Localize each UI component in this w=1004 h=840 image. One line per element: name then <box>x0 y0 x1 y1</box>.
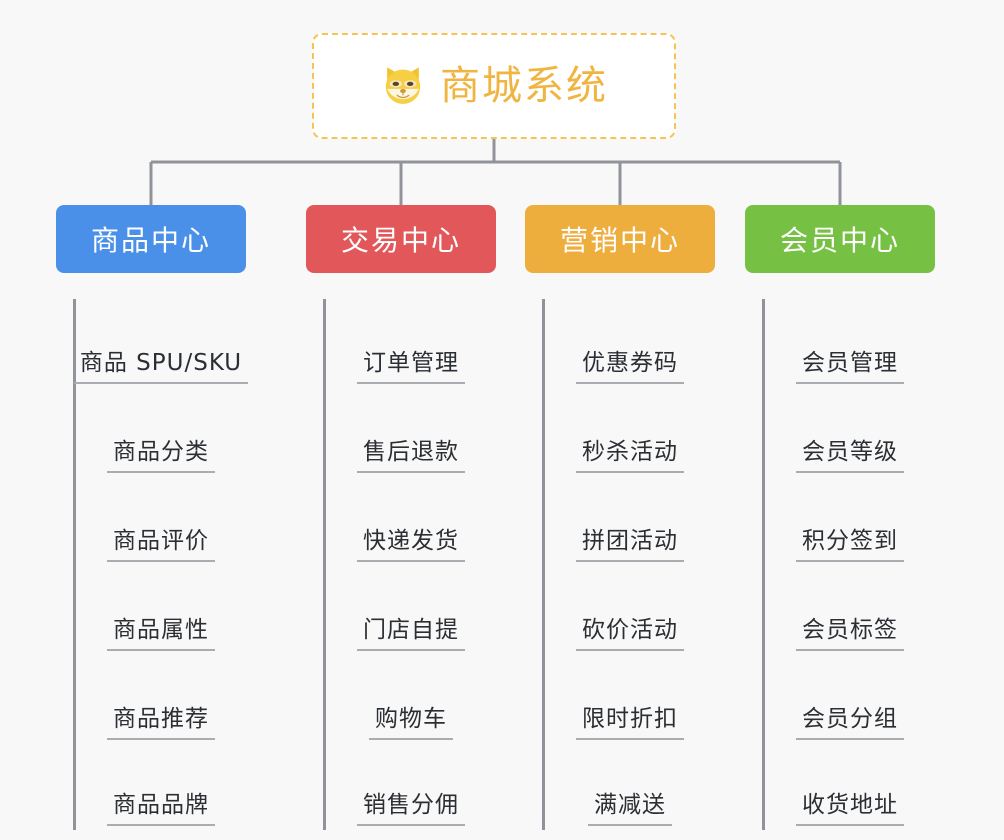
list-item[interactable]: 满减送 <box>545 744 715 830</box>
branch-column-3: 会员中心 会员管理 会员等级 积分签到 会员标签 会员分组 收货地址 <box>745 205 935 830</box>
leaf-label: 优惠券码 <box>576 350 684 384</box>
category-box-1[interactable]: 交易中心 <box>306 205 496 273</box>
list-item[interactable]: 收货地址 <box>765 744 935 830</box>
leaf-label: 收货地址 <box>796 792 904 826</box>
leaf-label: 快递发货 <box>357 528 465 562</box>
leaf-label: 限时折扣 <box>576 706 684 740</box>
leaf-label: 会员分组 <box>796 706 904 740</box>
list-item[interactable]: 商品 SPU/SKU <box>73 299 249 388</box>
leaf-label: 砍价活动 <box>576 617 684 651</box>
list-item[interactable]: 会员分组 <box>765 655 935 744</box>
leaf-label: 订单管理 <box>357 350 465 384</box>
leaf-label: 商品推荐 <box>107 706 215 740</box>
root-node[interactable]: 商城系统 <box>312 33 676 139</box>
leaf-label: 秒杀活动 <box>576 439 684 473</box>
list-item[interactable]: 商品评价 <box>76 477 246 566</box>
list-item[interactable]: 限时折扣 <box>545 655 715 744</box>
list-item[interactable]: 秒杀活动 <box>545 388 715 477</box>
leaf-list-2: 优惠券码 秒杀活动 拼团活动 砍价活动 限时折扣 满减送 <box>542 299 715 830</box>
category-box-3[interactable]: 会员中心 <box>745 205 935 273</box>
leaf-label: 积分签到 <box>796 528 904 562</box>
leaf-label: 商品属性 <box>107 617 215 651</box>
category-label-1: 交易中心 <box>340 224 461 257</box>
list-item[interactable]: 快递发货 <box>326 477 496 566</box>
list-item[interactable]: 购物车 <box>326 655 496 744</box>
list-item[interactable]: 拼团活动 <box>545 477 715 566</box>
category-box-2[interactable]: 营销中心 <box>525 205 715 273</box>
leaf-label: 会员标签 <box>796 617 904 651</box>
list-item[interactable]: 门店自提 <box>326 566 496 655</box>
list-item[interactable]: 商品推荐 <box>76 655 246 744</box>
list-item[interactable]: 会员标签 <box>765 566 935 655</box>
list-item[interactable]: 砍价活动 <box>545 566 715 655</box>
branch-column-0: 商品中心 商品 SPU/SKU 商品分类 商品评价 商品属性 商品推荐 商品品牌 <box>56 205 249 830</box>
leaf-label: 会员管理 <box>796 350 904 384</box>
leaf-label: 商品评价 <box>107 528 215 562</box>
shiba-dog-face-icon <box>380 63 426 109</box>
list-item[interactable]: 积分签到 <box>765 477 935 566</box>
category-label-2: 营销中心 <box>559 224 680 257</box>
leaf-label: 售后退款 <box>357 439 465 473</box>
leaf-label: 购物车 <box>369 706 453 740</box>
leaf-label: 销售分佣 <box>357 792 465 826</box>
list-item[interactable]: 订单管理 <box>326 299 496 388</box>
branch-column-1: 交易中心 订单管理 售后退款 快递发货 门店自提 购物车 销售分佣 <box>306 205 496 830</box>
list-item[interactable]: 优惠券码 <box>545 299 715 388</box>
leaf-label: 拼团活动 <box>576 528 684 562</box>
list-item[interactable]: 售后退款 <box>326 388 496 477</box>
list-item[interactable]: 销售分佣 <box>326 744 496 830</box>
leaf-label: 商品分类 <box>107 439 215 473</box>
category-label-0: 商品中心 <box>90 224 211 257</box>
root-title: 商城系统 <box>440 63 608 109</box>
leaf-label: 商品品牌 <box>107 792 215 826</box>
leaf-label: 会员等级 <box>796 439 904 473</box>
list-item[interactable]: 会员等级 <box>765 388 935 477</box>
leaf-list-0: 商品 SPU/SKU 商品分类 商品评价 商品属性 商品推荐 商品品牌 <box>73 299 249 830</box>
leaf-label: 商品 SPU/SKU <box>73 350 249 384</box>
leaf-list-1: 订单管理 售后退款 快递发货 门店自提 购物车 销售分佣 <box>323 299 496 830</box>
list-item[interactable]: 商品属性 <box>76 566 246 655</box>
category-box-0[interactable]: 商品中心 <box>56 205 246 273</box>
list-item[interactable]: 商品品牌 <box>76 744 246 830</box>
leaf-label: 门店自提 <box>357 617 465 651</box>
list-item[interactable]: 会员管理 <box>765 299 935 388</box>
leaf-list-3: 会员管理 会员等级 积分签到 会员标签 会员分组 收货地址 <box>762 299 935 830</box>
leaf-label: 满减送 <box>588 792 672 826</box>
list-item[interactable]: 商品分类 <box>76 388 246 477</box>
category-label-3: 会员中心 <box>779 224 900 257</box>
branch-column-2: 营销中心 优惠券码 秒杀活动 拼团活动 砍价活动 限时折扣 满减送 <box>525 205 715 830</box>
